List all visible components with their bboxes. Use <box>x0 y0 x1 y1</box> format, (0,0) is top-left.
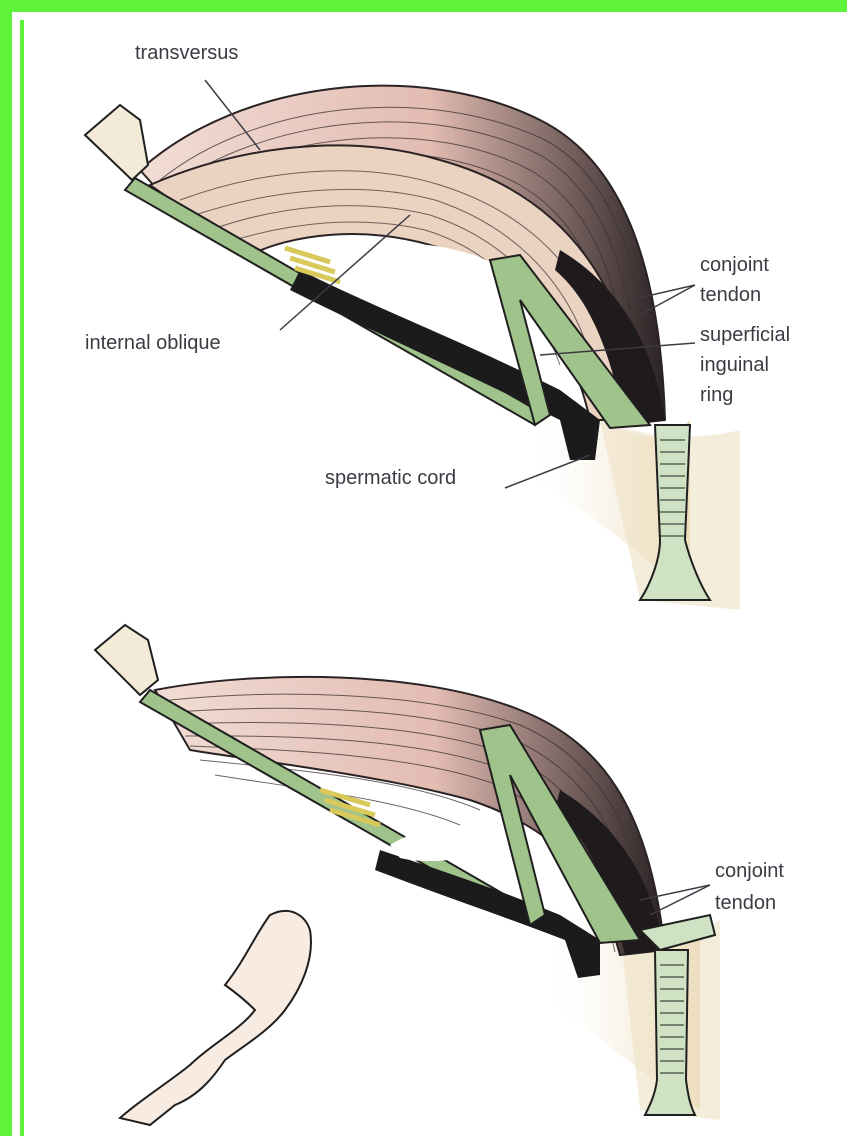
label-spermatic-cord: spermatic cord <box>325 465 456 492</box>
leg-sketch <box>120 911 311 1125</box>
label-tendon-bottom: tendon <box>715 890 776 917</box>
label-transversus: transversus <box>135 40 238 67</box>
label-inguinal: inguinal <box>700 352 769 379</box>
label-conjoint-bottom: conjoint <box>715 858 784 885</box>
label-internal-oblique: internal oblique <box>85 330 221 357</box>
bottom-iliac-spine <box>95 625 158 695</box>
bottom-panel <box>95 625 720 1125</box>
label-ring: ring <box>700 382 733 409</box>
label-conjoint-top: conjoint <box>700 252 769 279</box>
bottom-cord-white-gap <box>390 827 500 861</box>
label-tendon-top: tendon <box>700 282 761 309</box>
iliac-spine <box>85 105 148 180</box>
label-superficial: superficial <box>700 322 790 349</box>
